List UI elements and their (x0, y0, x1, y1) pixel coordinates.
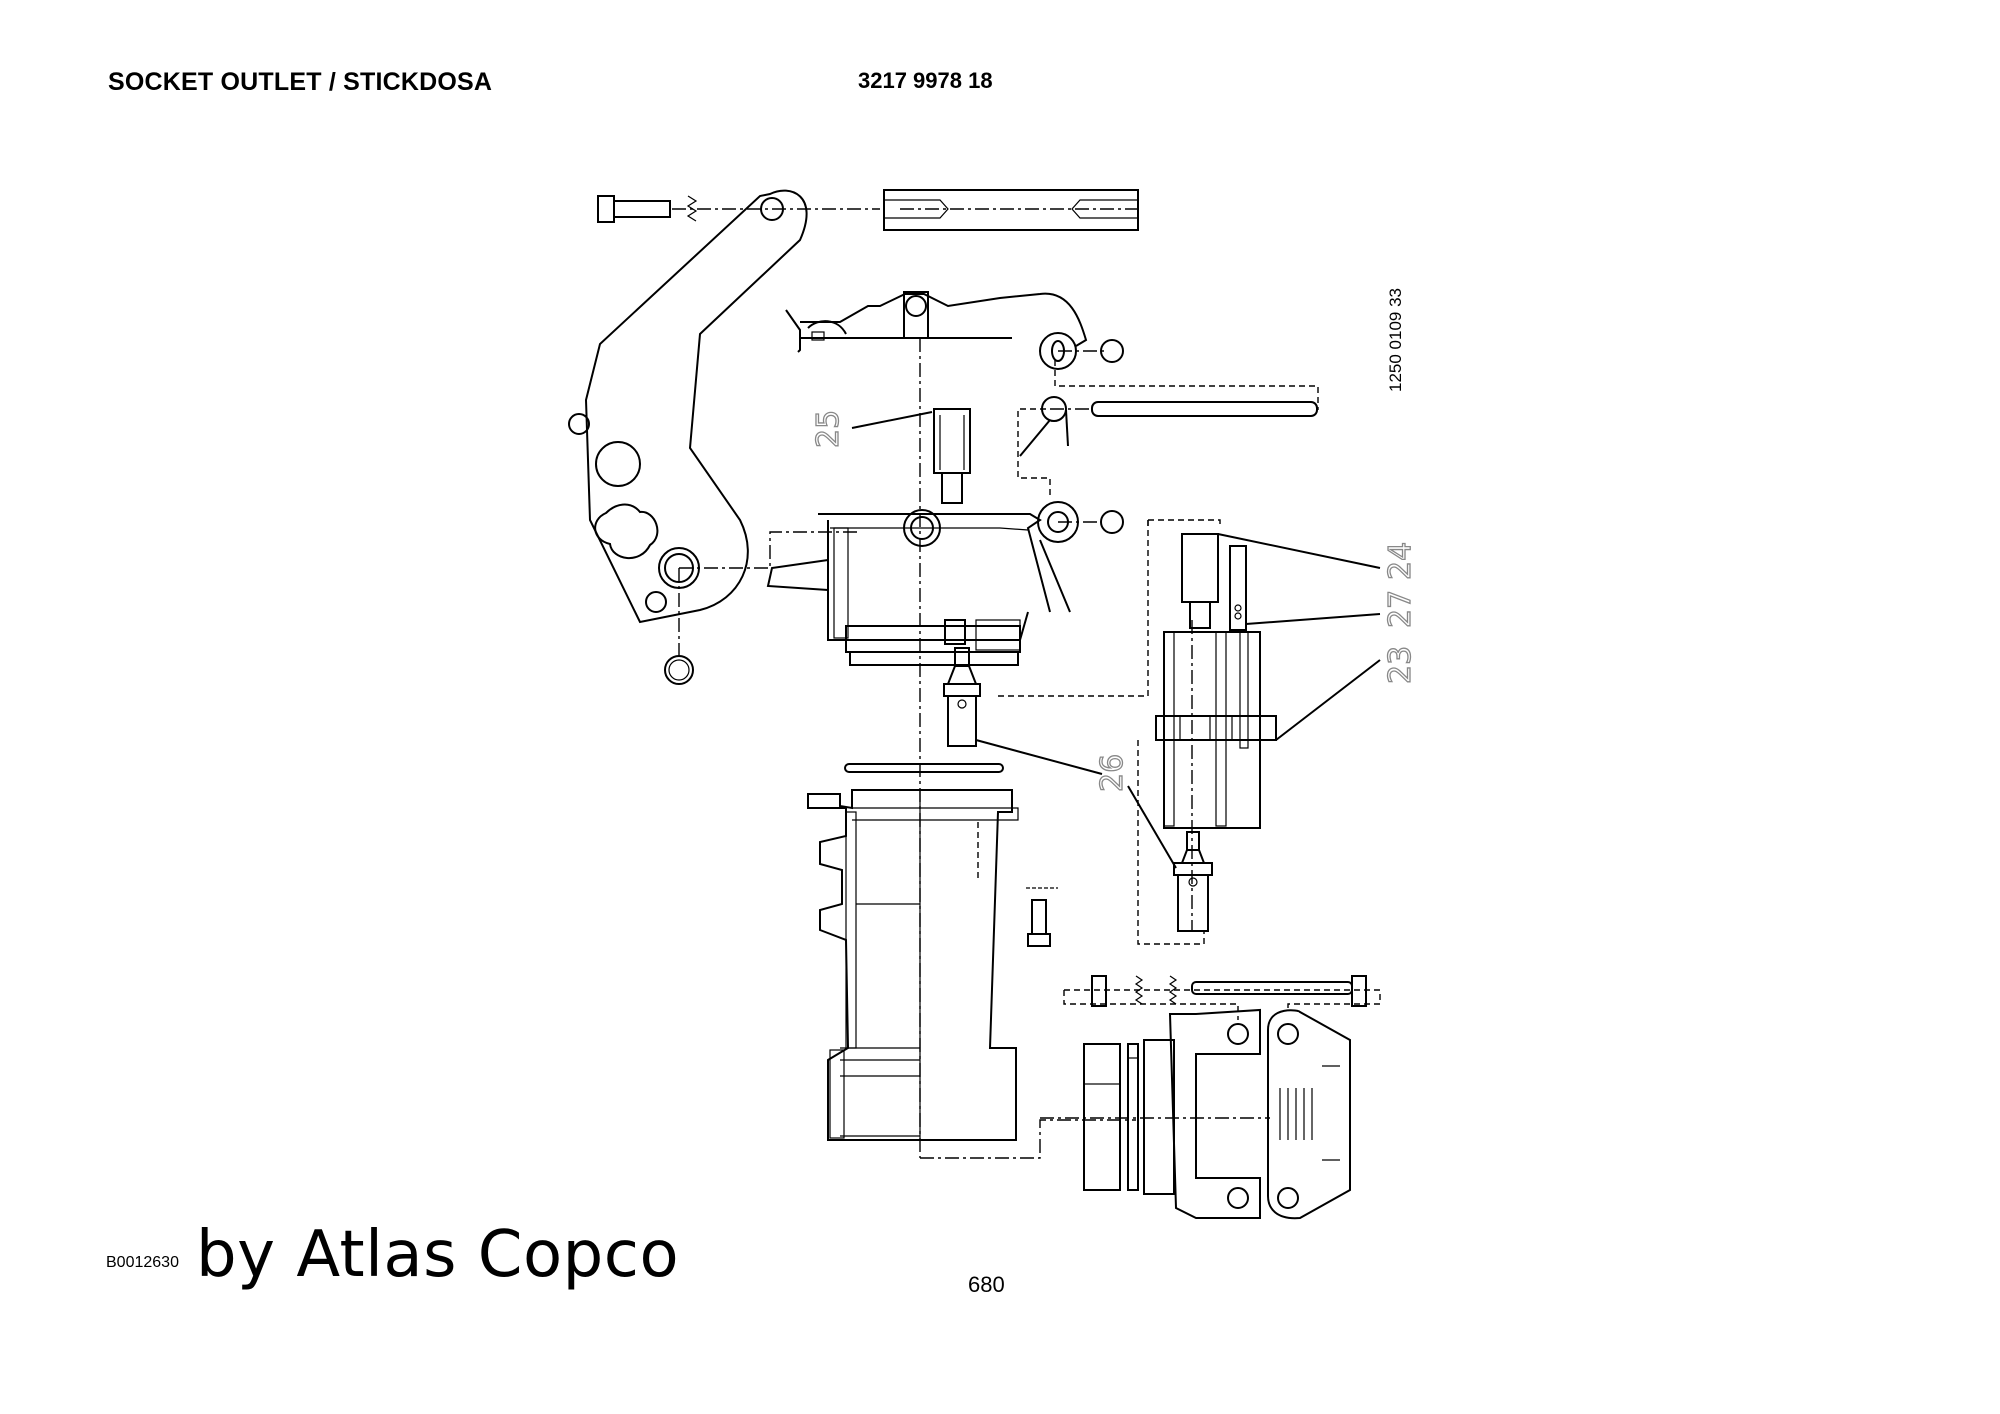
socket-body (807, 789, 1019, 1141)
contact-26-right (1173, 831, 1213, 932)
contact-pin-25 (933, 408, 971, 504)
part-number: 3217 9978 18 (858, 68, 993, 93)
contact-carrier-23 (1155, 631, 1277, 829)
callout-23: 23 (1383, 646, 1418, 684)
socket-flange (1083, 1008, 1261, 1219)
torsion-spring (1019, 396, 1069, 457)
socket-cover-front (1267, 1009, 1351, 1220)
page-title: SOCKET OUTLET / STICKDOSA (108, 68, 493, 96)
socket-cover-lid (785, 291, 1088, 370)
top-bolt (597, 195, 671, 223)
hinge-pin (1091, 401, 1318, 417)
contact-26-center (943, 647, 981, 747)
callout-27: 27 (1383, 590, 1418, 628)
image-code: B0012630 (106, 1254, 179, 1271)
retaining-ring-mid (1100, 510, 1124, 534)
brand-watermark: by Atlas Copco (196, 1218, 680, 1292)
spacer-bar (883, 189, 1139, 231)
bracket-plate (568, 189, 808, 624)
contact-24 (1181, 533, 1219, 629)
long-bolt-assembly (1091, 975, 1367, 1007)
o-ring (844, 763, 1004, 773)
callout-25: 25 (811, 410, 846, 448)
retaining-ring-top (1100, 339, 1124, 363)
callout-26: 26 (1095, 754, 1130, 792)
contact-27 (1229, 545, 1247, 631)
socket-housing (766, 501, 1079, 666)
retaining-ring-left (664, 655, 694, 685)
small-bolt (1026, 887, 1058, 947)
page-number: 680 (968, 1272, 1005, 1297)
callout-24: 24 (1383, 542, 1418, 580)
